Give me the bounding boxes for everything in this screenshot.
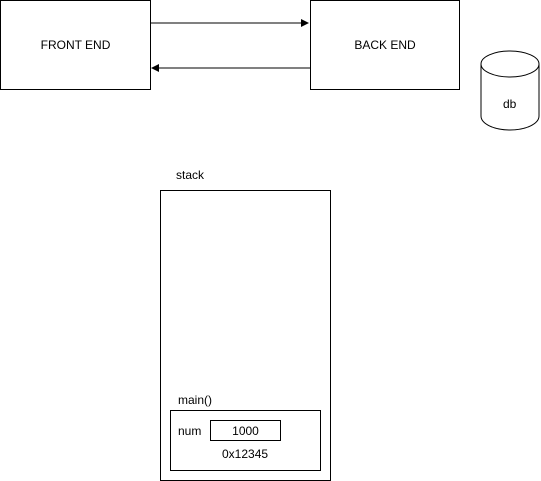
variable-address: 0x12345 bbox=[222, 447, 269, 461]
backend-label: BACK END bbox=[354, 38, 416, 52]
frontend-box[interactable]: FRONT END bbox=[0, 0, 151, 90]
database-label: db bbox=[503, 97, 517, 111]
variable-name: num bbox=[178, 424, 202, 438]
frame-title: main() bbox=[178, 393, 213, 407]
variable-value-box[interactable]: 1000 bbox=[210, 420, 281, 441]
variable-value: 1000 bbox=[232, 423, 259, 438]
frontend-label: FRONT END bbox=[40, 38, 111, 52]
backend-box[interactable]: BACK END bbox=[310, 0, 460, 90]
database-icon bbox=[480, 50, 540, 131]
database-cylinder[interactable]: db bbox=[480, 50, 541, 132]
stack-title: stack bbox=[176, 168, 205, 182]
